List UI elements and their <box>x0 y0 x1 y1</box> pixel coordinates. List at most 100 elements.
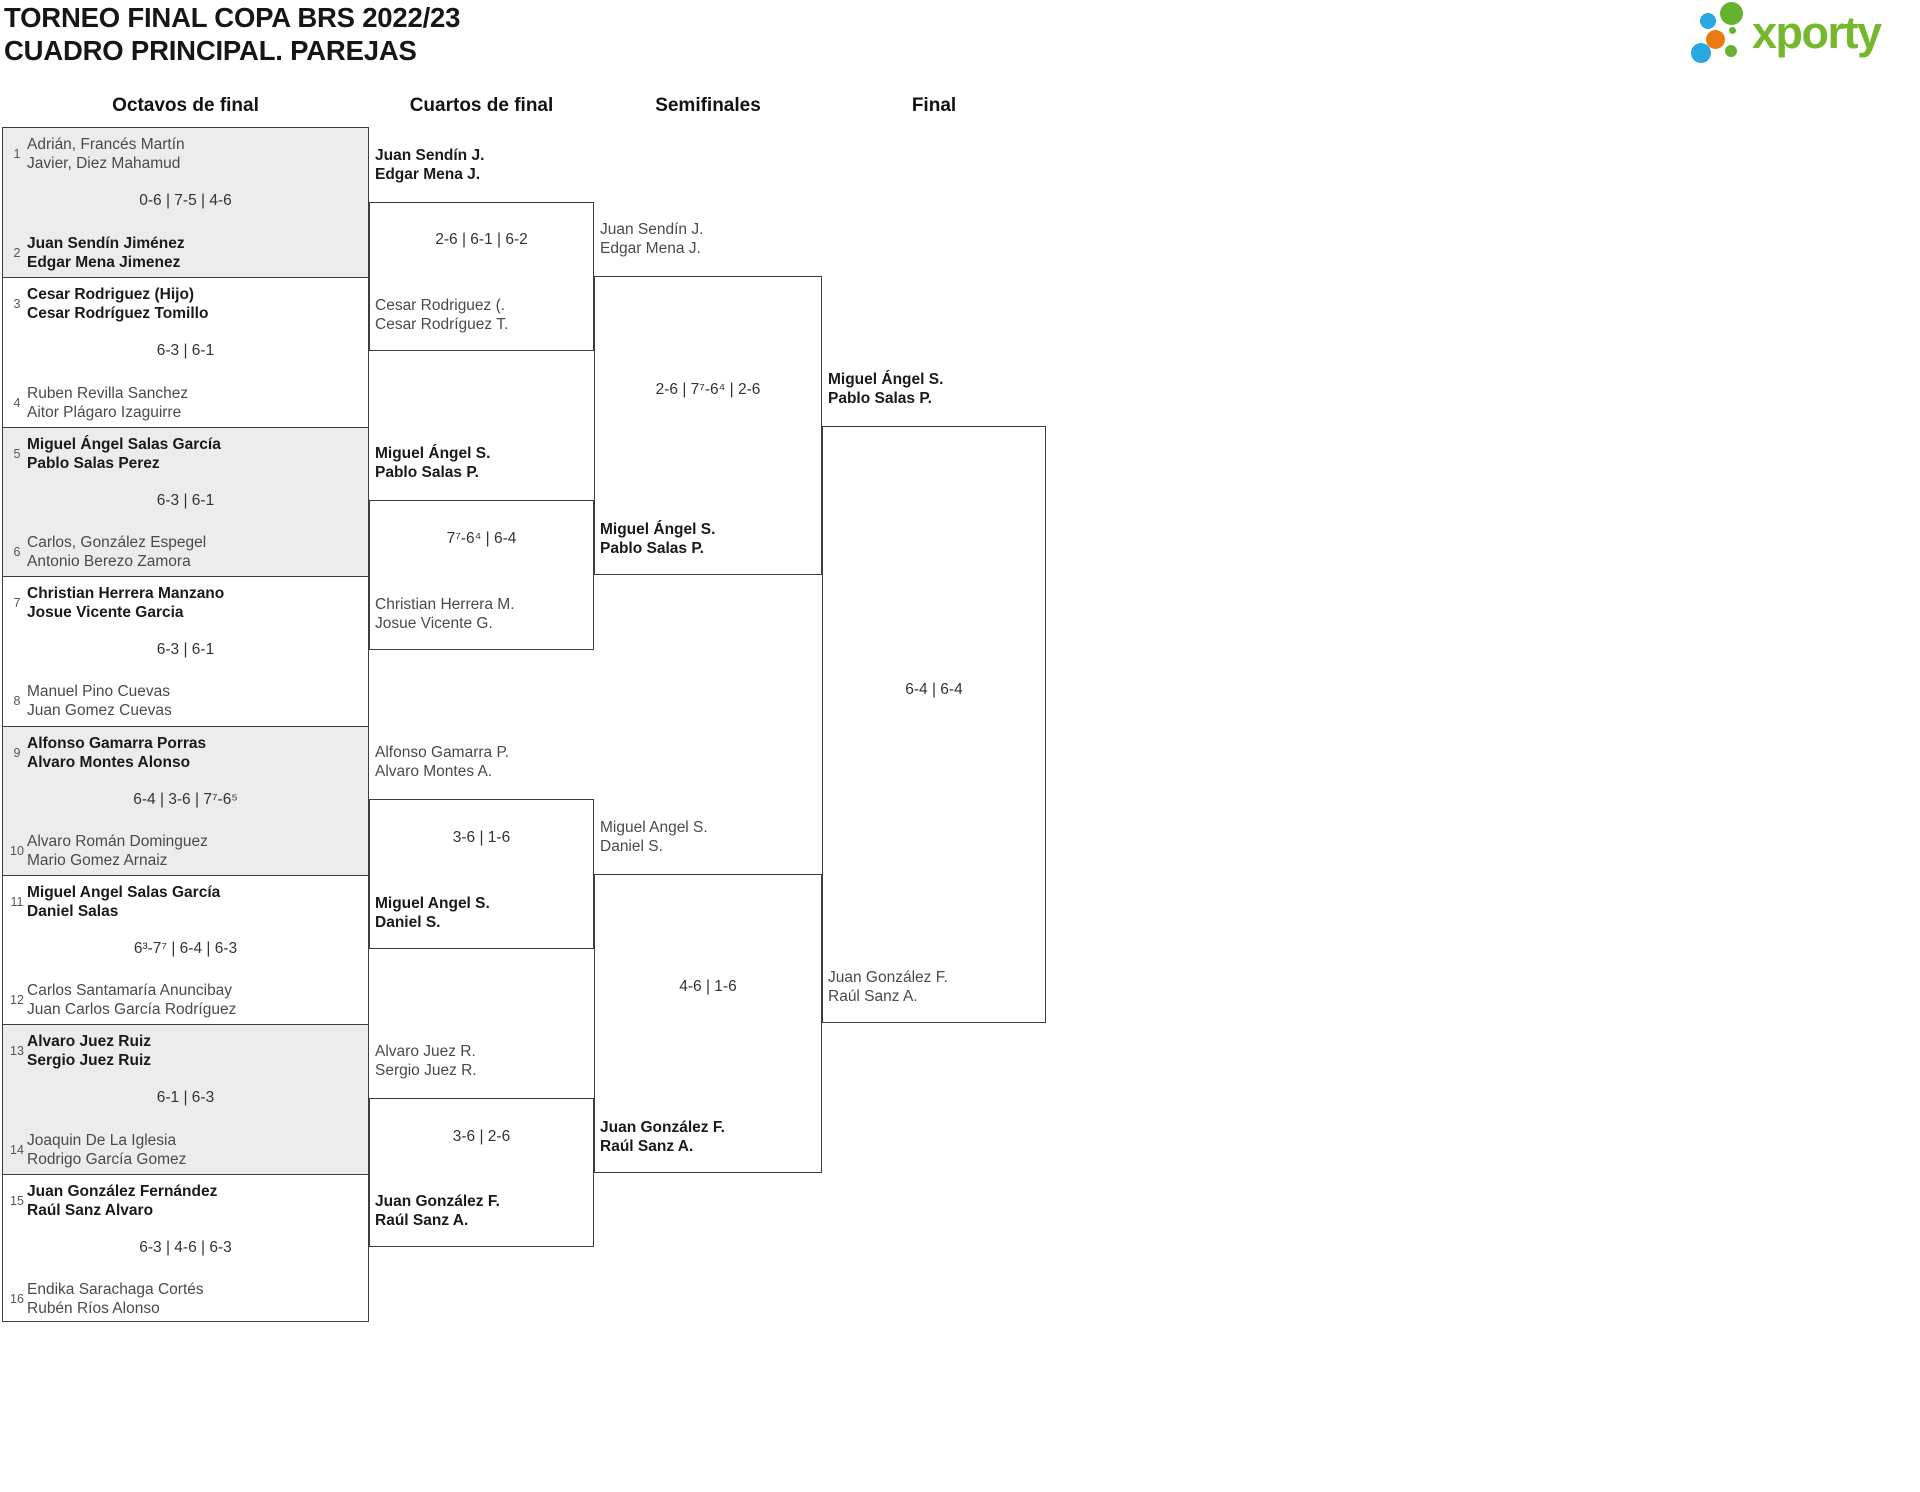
match-score: 6-3 | 6-1 <box>156 491 215 509</box>
team-names: Carlos, González Espegel Antonio Berezo … <box>27 534 207 571</box>
logo-dot-green-tiny <box>1729 27 1736 34</box>
seed-number: 1 <box>13 147 21 161</box>
team-names: Cesar Rodriguez (. Cesar Rodríguez T. <box>375 297 509 334</box>
connector-box-semifinal-2 <box>594 873 822 1173</box>
team-names: Christian Herrera Manzano Josue Vicente … <box>27 585 225 622</box>
bracket-match-octavos-6: 11 Miguel Angel Salas García Daniel Sala… <box>3 874 368 1024</box>
match-score: 3-6 | 1-6 <box>452 828 511 846</box>
connector-box-semifinal-1 <box>594 276 822 576</box>
team-entry: 3 Cesar Rodriguez (Hijo) Cesar Rodríguez… <box>7 285 360 323</box>
team-entry: 7 Christian Herrera Manzano Josue Vicent… <box>7 584 360 622</box>
connector-box-final <box>822 425 1046 1024</box>
bracket-match-octavos-2: 3 Cesar Rodriguez (Hijo) Cesar Rodríguez… <box>3 277 368 426</box>
team-names: Juan González F. Raúl Sanz A. <box>828 969 948 1006</box>
team-entry: 6 Carlos, González Espegel Antonio Berez… <box>7 533 360 571</box>
team-names: Manuel Pino Cuevas Juan Gomez Cuevas <box>27 683 172 720</box>
team-names: Carlos Santamaría Anuncibay Juan Carlos … <box>27 982 237 1019</box>
seed-number: 14 <box>10 1142 24 1157</box>
round-column-octavos: 1 Adrián, Francés Martín Javier, Diez Ma… <box>2 127 369 1322</box>
round-header-cuartos: Cuartos de final <box>409 95 554 116</box>
team-entry: 11 Miguel Angel Salas García Daniel Sala… <box>7 883 360 921</box>
team-names: Juan Sendín J. Edgar Mena J. <box>375 146 485 183</box>
connector-box-cuartos-4 <box>369 1097 594 1248</box>
team-names: Miguel Ángel S. Pablo Salas P. <box>600 521 716 558</box>
round-header-semifinales: Semifinales <box>655 95 761 116</box>
match-score: 6³-7⁷ | 6-4 | 6-3 <box>133 939 238 957</box>
seed-number: 11 <box>10 894 24 909</box>
match-score: 3-6 | 2-6 <box>452 1127 511 1145</box>
bracket-match-octavos-7: 13 Alvaro Juez Ruiz Sergio Juez Ruiz 6-1… <box>3 1024 368 1174</box>
team-entry: 2 Juan Sendín Jiménez Edgar Mena Jimenez <box>7 234 360 272</box>
logo-dot-orange <box>1706 30 1725 49</box>
team-names: Juan González F. Raúl Sanz A. <box>600 1118 725 1155</box>
match-score: 6-3 | 6-1 <box>156 641 215 659</box>
match-score: 7⁷-6⁴ | 6-4 <box>446 530 517 548</box>
logo-dot-green-large <box>1720 2 1743 25</box>
logo-dot-blue-small <box>1700 13 1716 29</box>
logo-dot-blue-large <box>1691 43 1711 63</box>
tournament-title-line2: CUADRO PRINCIPAL. PAREJAS <box>4 35 417 66</box>
team-entry: 10 Alvaro Román Dominguez Mario Gomez Ar… <box>7 832 360 870</box>
bracket-match-octavos-1: 1 Adrián, Francés Martín Javier, Diez Ma… <box>3 128 368 278</box>
team-names: Miguel Angel S. Daniel S. <box>375 894 490 931</box>
team-names: Alvaro Juez R. Sergio Juez R. <box>375 1042 477 1079</box>
team-names: Alvaro Juez Ruiz Sergio Juez Ruiz <box>27 1033 152 1070</box>
seed-number: 6 <box>13 545 21 560</box>
team-entry: 13 Alvaro Juez Ruiz Sergio Juez Ruiz <box>7 1032 360 1070</box>
team-names: Alvaro Román Dominguez Mario Gomez Arnai… <box>27 832 208 869</box>
match-score: 6-1 | 6-3 <box>156 1089 215 1107</box>
round-header-final: Final <box>911 95 957 116</box>
team-entry: 14 Joaquin De La Iglesia Rodrigo García … <box>7 1131 360 1169</box>
seed-number: 16 <box>10 1291 24 1306</box>
team-names: Alfonso Gamarra Porras Alvaro Montes Alo… <box>27 734 207 771</box>
team-entry: 16 Endika Sarachaga Cortés Rubén Ríos Al… <box>7 1280 360 1318</box>
bracket-match-octavos-4: 7 Christian Herrera Manzano Josue Vicent… <box>3 576 368 725</box>
logo-dot-green-small <box>1725 45 1737 57</box>
team-names: Miguel Angel S. Daniel S. <box>600 818 708 855</box>
bracket-match-octavos-3: 5 Miguel Ángel Salas García Pablo Salas … <box>3 426 368 577</box>
round-header-octavos: Octavos de final <box>112 95 259 116</box>
bracket-match-octavos-8: 15 Juan González Fernández Raúl Sanz Alv… <box>3 1173 368 1323</box>
connector-box-cuartos-3 <box>369 799 594 949</box>
seed-number: 8 <box>13 694 21 709</box>
team-entry: 15 Juan González Fernández Raúl Sanz Alv… <box>7 1182 360 1220</box>
seed-number: 2 <box>13 246 21 261</box>
team-names: Miguel Ángel S. Pablo Salas P. <box>828 370 944 407</box>
team-entry: 1 Adrián, Francés Martín Javier, Diez Ma… <box>7 135 360 173</box>
seed-number: 5 <box>13 446 21 461</box>
seed-number: 9 <box>13 745 21 760</box>
team-entry: 12 Carlos Santamaría Anuncibay Juan Carl… <box>7 981 360 1019</box>
team-names: Cesar Rodriguez (Hijo) Cesar Rodríguez T… <box>27 286 209 323</box>
team-names: Ruben Revilla Sanchez Aitor Plágaro Izag… <box>27 384 189 421</box>
team-entry: 8 Manuel Pino Cuevas Juan Gomez Cuevas <box>7 682 360 720</box>
team-names: Juan González Fernández Raúl Sanz Alvaro <box>27 1182 218 1219</box>
seed-number: 13 <box>10 1044 24 1059</box>
match-score: 6-3 | 4-6 | 6-3 <box>139 1238 232 1256</box>
match-score: 6-4 | 3-6 | 7⁷-6⁵ <box>133 790 238 808</box>
team-names: Endika Sarachaga Cortés Rubén Ríos Alons… <box>27 1280 204 1317</box>
team-names: Miguel Angel Salas García Daniel Salas <box>27 883 221 920</box>
team-entry: 9 Alfonso Gamarra Porras Alvaro Montes A… <box>7 734 360 772</box>
team-names: Adrián, Francés Martín Javier, Diez Maha… <box>27 136 185 172</box>
seed-number: 10 <box>10 843 24 858</box>
seed-number: 3 <box>13 297 21 312</box>
team-entry: 4 Ruben Revilla Sanchez Aitor Plágaro Iz… <box>7 384 360 422</box>
team-entry: 5 Miguel Ángel Salas García Pablo Salas … <box>7 435 360 473</box>
bracket-match-octavos-5: 9 Alfonso Gamarra Porras Alvaro Montes A… <box>3 725 368 875</box>
team-names: Juan González F. Raúl Sanz A. <box>375 1193 500 1230</box>
connector-box-cuartos-1 <box>369 201 594 352</box>
team-names: Juan Sendín Jiménez Edgar Mena Jimenez <box>27 235 185 272</box>
team-names: Miguel Ángel S. Pablo Salas P. <box>375 445 491 482</box>
match-score: 2-6 | 6-1 | 6-2 <box>435 231 528 249</box>
team-names: Juan Sendín J. Edgar Mena J. <box>600 221 704 258</box>
team-names: Joaquin De La Iglesia Rodrigo García Gom… <box>27 1131 187 1168</box>
team-names: Christian Herrera M. Josue Vicente G. <box>375 595 515 632</box>
seed-number: 12 <box>10 993 24 1008</box>
seed-number: 7 <box>13 596 21 611</box>
seed-number: 15 <box>10 1193 24 1208</box>
match-score: 6-3 | 6-1 <box>156 342 215 360</box>
connector-box-cuartos-2 <box>369 500 594 650</box>
tournament-title-line1: TORNEO FINAL COPA BRS 2022/23 <box>4 2 461 33</box>
logo-text: xporty <box>1752 7 1882 58</box>
